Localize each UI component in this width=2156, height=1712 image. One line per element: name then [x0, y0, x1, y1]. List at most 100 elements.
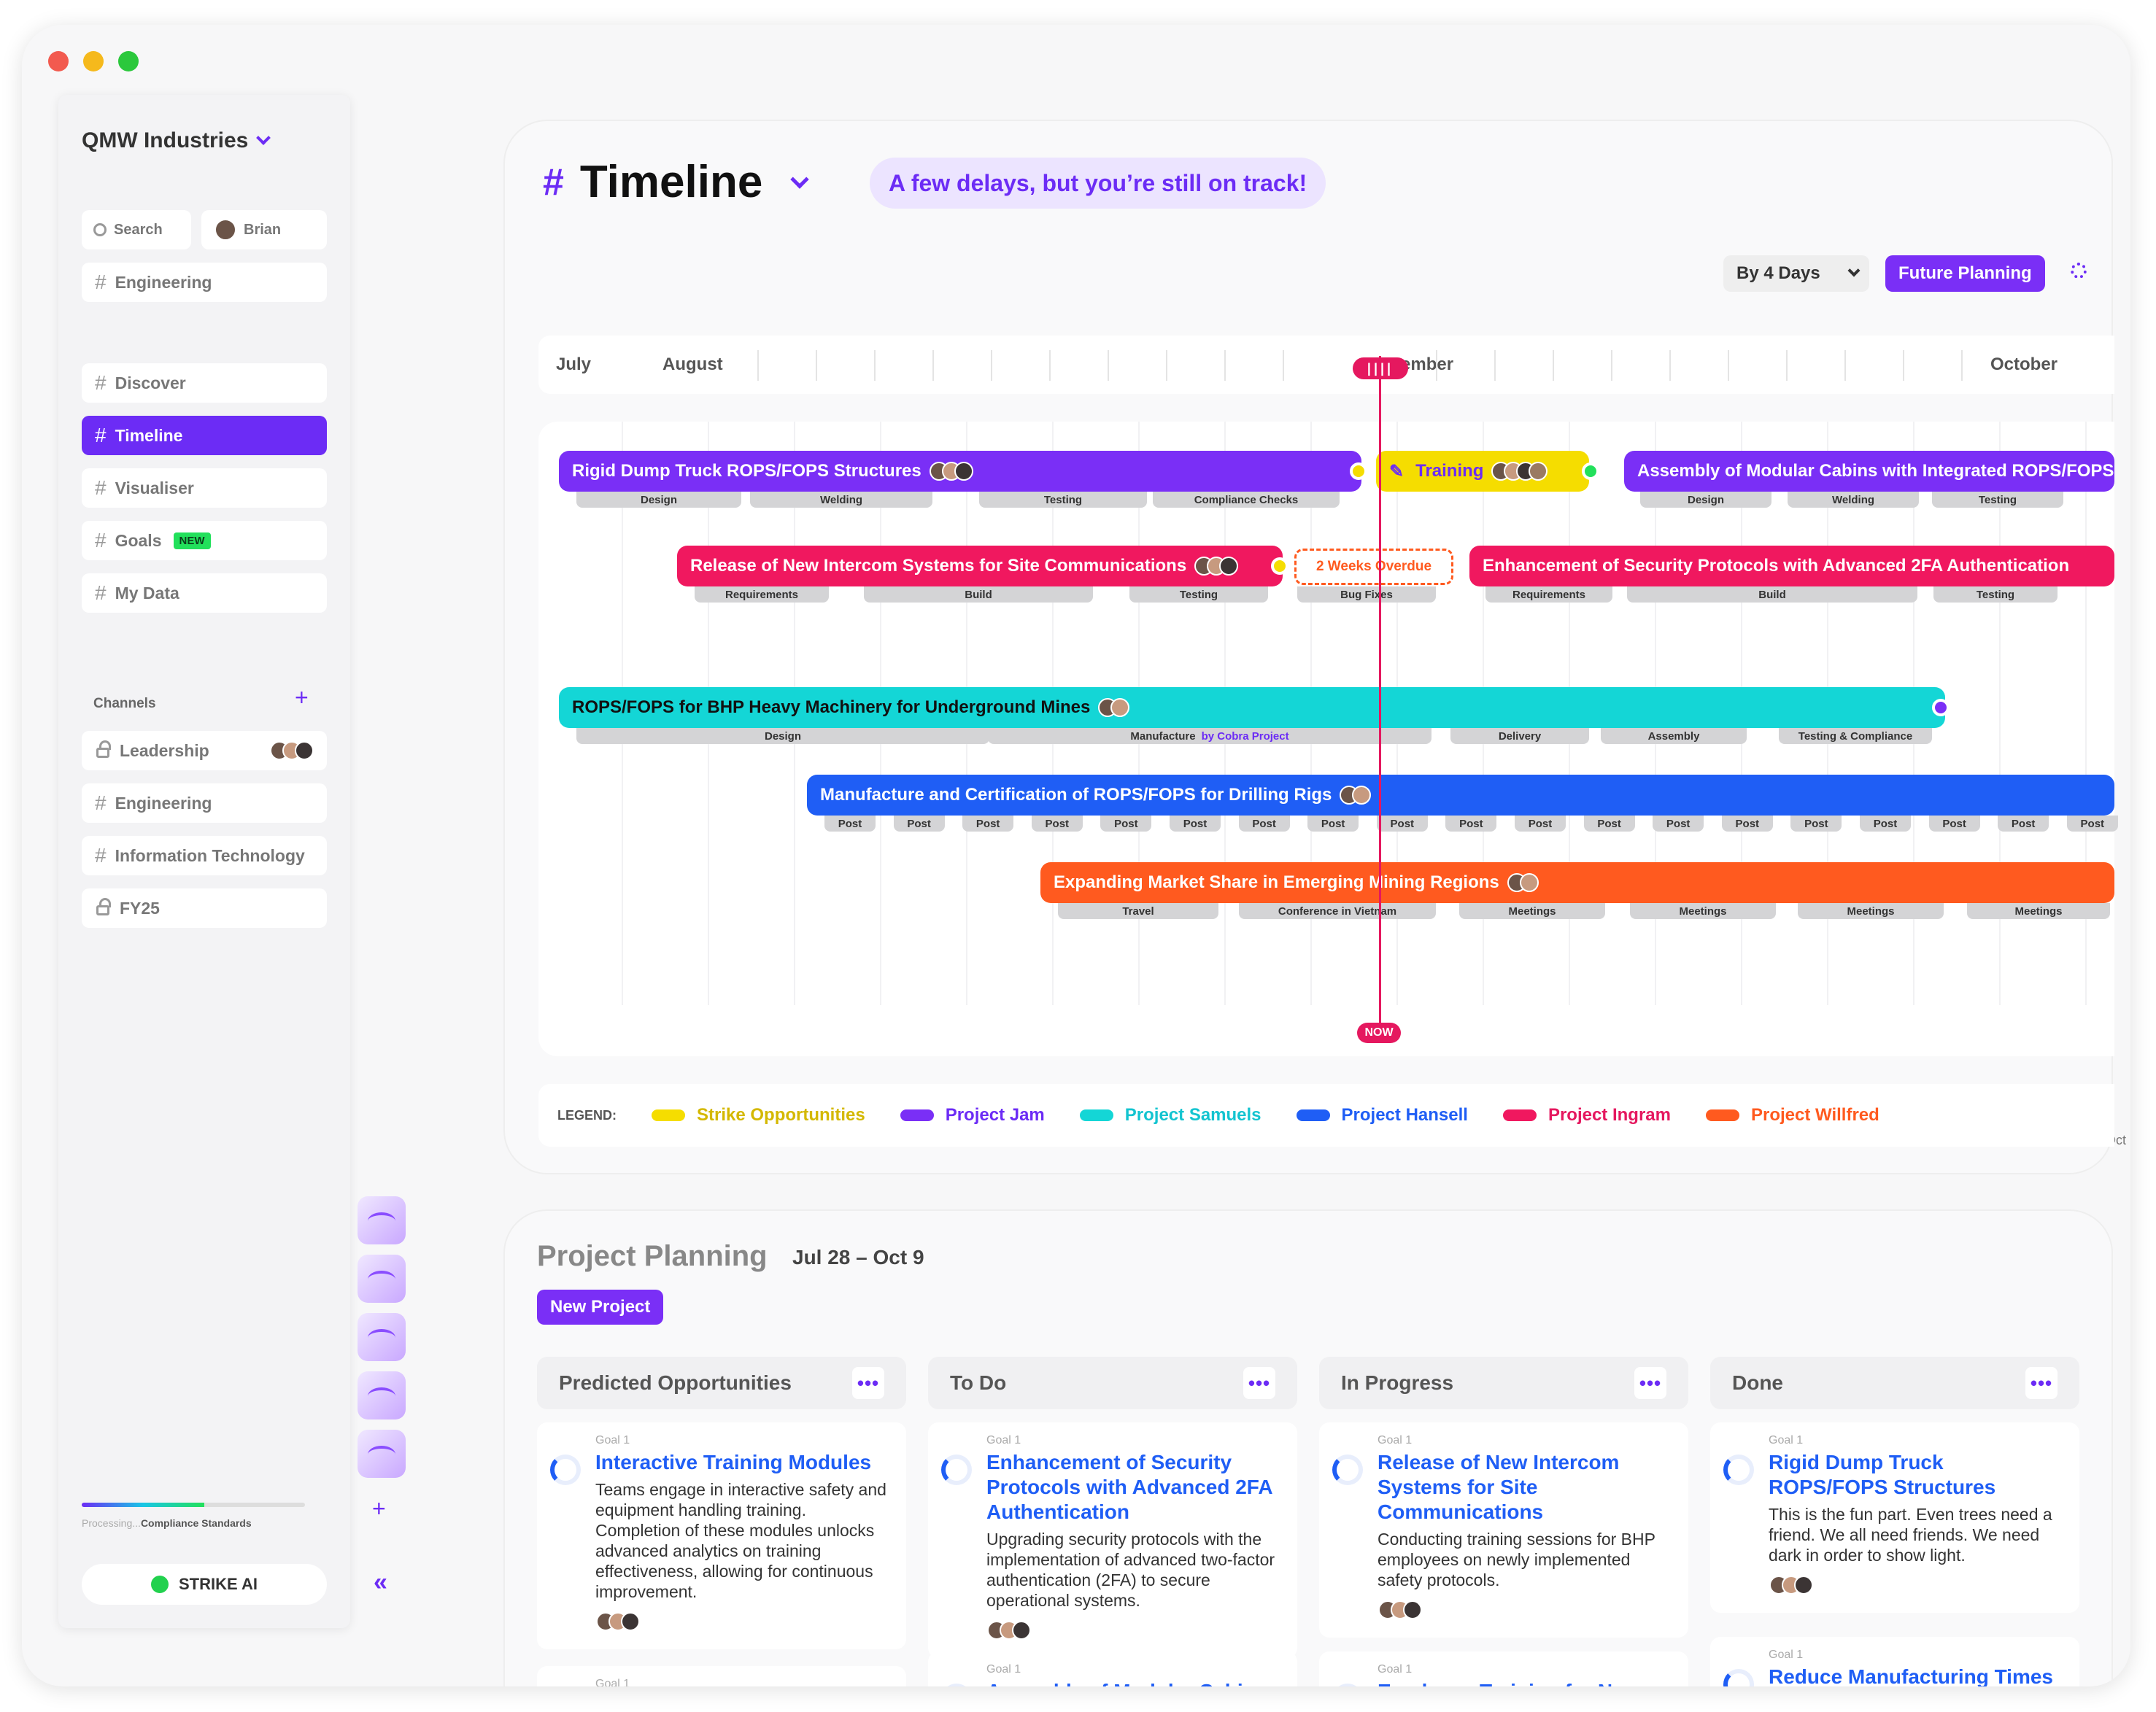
wave-app-icon[interactable] — [358, 1371, 406, 1419]
card-title[interactable]: Assembly of Modular Cabins — [986, 1679, 1283, 1686]
timeline-bar[interactable]: Manufacture and Certification of ROPS/FO… — [807, 775, 2114, 816]
chevron-down-icon[interactable] — [790, 169, 810, 189]
add-app-button[interactable]: + — [372, 1495, 386, 1522]
month-label: August — [662, 355, 723, 374]
org-switcher[interactable]: QMW Industries — [82, 128, 271, 153]
phase-segment: Meetings — [1798, 903, 1944, 919]
future-planning-button[interactable]: Future Planning — [1885, 255, 2045, 292]
wave-app-icon[interactable] — [358, 1313, 406, 1361]
card-title[interactable]: Employee Training for New Safety Protoco… — [1378, 1679, 1674, 1686]
nav-timeline[interactable]: #Timeline — [82, 416, 327, 455]
maximize-button[interactable] — [118, 51, 139, 71]
milestone-dot[interactable] — [1350, 462, 1367, 480]
wave-app-icon[interactable] — [358, 1430, 406, 1478]
phase-segment: Testing — [979, 492, 1147, 508]
sidebar: QMW Industries Search Brian #Engineering… — [58, 95, 350, 1628]
card-title[interactable]: Reduce Manufacturing Times by 20% — [1769, 1665, 2054, 1686]
month-label: October — [1990, 355, 2058, 374]
timeline-bar[interactable]: ✎Training — [1376, 451, 1589, 492]
legend-item[interactable]: Project Samuels — [1079, 1105, 1261, 1126]
legend-item[interactable]: Project Ingram — [1502, 1105, 1671, 1126]
milestone-dot[interactable] — [1932, 699, 1950, 716]
scale-select[interactable]: By 4 Days — [1723, 255, 1869, 292]
column-header: In Progress••• — [1319, 1357, 1688, 1409]
channel-label: Engineering — [115, 793, 212, 813]
close-button[interactable] — [48, 51, 69, 71]
legend-item[interactable]: Project Willfred — [1705, 1105, 1879, 1126]
bar-title: Expanding Market Share in Emerging Minin… — [1054, 872, 1499, 892]
collapse-sidebar-icon[interactable]: « — [374, 1568, 387, 1596]
milestone-dot[interactable] — [1271, 557, 1288, 575]
more-options-button[interactable]: ••• — [1243, 1367, 1275, 1399]
search-button[interactable]: Search — [82, 210, 191, 249]
overdue-badge[interactable]: 2 Weeks Overdue — [1294, 549, 1453, 585]
card-title[interactable]: Enhancement of Security Protocols with A… — [986, 1451, 1272, 1523]
timeline-bar[interactable]: Enhancement of Security Protocols with A… — [1469, 546, 2114, 586]
project-card[interactable]: Goal 1Compliance Chat — [537, 1666, 906, 1686]
timeline-bar[interactable]: Assembly of Modular Cabins with Integrat… — [1624, 451, 2114, 492]
wave-app-icon[interactable] — [358, 1196, 406, 1244]
project-planning-panel: Project Planning Jul 28 – Oct 9 New Proj… — [503, 1209, 2113, 1686]
strike-ai-label: STRIKE AI — [179, 1575, 258, 1593]
legend-item[interactable]: Strike Opportunities — [652, 1105, 865, 1126]
nav-discover[interactable]: #Discover — [82, 363, 327, 403]
member-avatars — [1098, 698, 1130, 717]
month-tick — [1436, 350, 1437, 381]
timeline-bar[interactable]: Release of New Intercom Systems for Site… — [677, 546, 1283, 586]
channel-engineering[interactable]: #Engineering — [82, 783, 327, 823]
more-options-button[interactable]: ••• — [1634, 1367, 1666, 1399]
phase-segment: Bug Fixes — [1297, 586, 1436, 603]
phase-segment: Meetings — [1630, 903, 1776, 919]
milestone-dot[interactable] — [1582, 462, 1599, 480]
nav-my-data[interactable]: #My Data — [82, 573, 327, 613]
more-options-button[interactable]: ••• — [2025, 1367, 2058, 1399]
legend-item[interactable]: Project Hansell — [1296, 1105, 1468, 1126]
gear-icon[interactable] — [2071, 263, 2087, 279]
strike-ai-button[interactable]: STRIKE AI — [82, 1564, 327, 1605]
more-options-button[interactable]: ••• — [852, 1367, 884, 1399]
phase-segment: Meetings — [1459, 903, 1605, 919]
channel-information-technology[interactable]: #Information Technology — [82, 836, 327, 875]
add-channel-button[interactable]: + — [295, 684, 309, 710]
card-title[interactable]: Release of New Intercom Systems for Site… — [1378, 1451, 1620, 1523]
legend-label: Project Willfred — [1750, 1105, 1879, 1125]
now-badge: NOW — [1357, 1023, 1401, 1043]
segment-owner: by Cobra Project — [1201, 729, 1289, 743]
card-title[interactable]: Rigid Dump Truck ROPS/FOPS Structures — [1769, 1451, 1996, 1498]
timeline-bar[interactable]: Expanding Market Share in Emerging Minin… — [1040, 862, 2114, 903]
new-project-button[interactable]: New Project — [537, 1290, 664, 1325]
phase-segment: Post — [1238, 816, 1290, 832]
wave-app-icon[interactable] — [358, 1255, 406, 1303]
card-description: Upgrading security protocols with the im… — [986, 1530, 1275, 1610]
timeline-panel: #Timeline A few delays, but you’re still… — [503, 120, 2126, 1174]
nav-visualiser[interactable]: #Visualiser — [82, 468, 327, 508]
hash-icon: # — [95, 424, 107, 446]
channel-label: Information Technology — [115, 845, 305, 865]
user-button[interactable]: Brian — [201, 210, 327, 249]
workspace-engineering[interactable]: #Engineering — [82, 263, 327, 302]
member-avatars — [270, 741, 314, 760]
card-title[interactable]: Interactive Training Modules — [595, 1451, 872, 1473]
month-tick — [1669, 350, 1671, 381]
now-drag-handle[interactable]: |||| — [1353, 357, 1408, 379]
channel-leadership[interactable]: Leadership — [82, 731, 327, 770]
lock-icon — [96, 740, 111, 758]
project-card[interactable]: Goal 1Assembly of Modular Cabins — [928, 1651, 1297, 1686]
timeline-bar[interactable]: ROPS/FOPS for BHP Heavy Machinery for Un… — [559, 687, 1945, 728]
legend-item[interactable]: Project Jam — [900, 1105, 1045, 1126]
minimize-button[interactable] — [83, 51, 104, 71]
phase-segment: Delivery — [1450, 728, 1589, 744]
channel-fy25[interactable]: FY25 — [82, 888, 327, 928]
member-avatars — [1769, 1576, 1813, 1595]
timeline-bar[interactable]: Rigid Dump Truck ROPS/FOPS Structures — [559, 451, 1361, 492]
project-card[interactable]: Goal 1Employee Training for New Safety P… — [1319, 1651, 1688, 1686]
phase-segment: Post — [1583, 816, 1635, 832]
member-avatars — [1378, 1600, 1422, 1619]
